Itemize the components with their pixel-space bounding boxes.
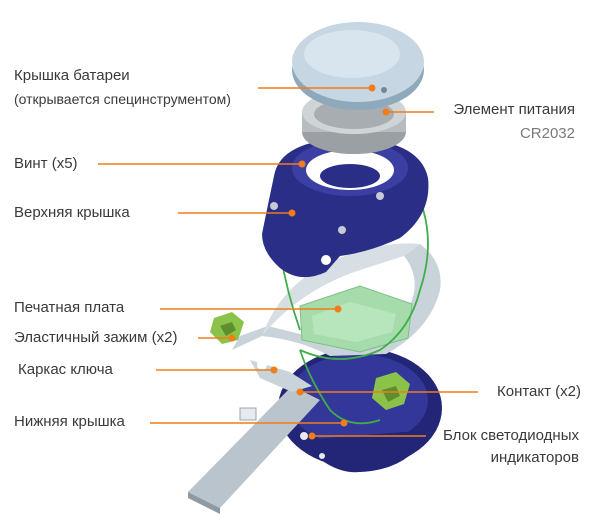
- label-screw: Винт (x5): [14, 155, 78, 172]
- label-battery-cover: Крышка батареи: [14, 67, 130, 84]
- battery-cover-part: [292, 22, 424, 110]
- label-battery-cover-note: (открывается специнструментом): [14, 91, 231, 107]
- label-pcb: Печатная плата: [14, 299, 125, 316]
- clip-part: [210, 312, 410, 410]
- label-battery: Элемент питания: [453, 101, 575, 118]
- label-contact: Контакт (x2): [496, 383, 581, 400]
- label-clip: Эластичный зажим (x2): [14, 329, 178, 346]
- label-led-block-line2: индикаторов: [490, 449, 579, 466]
- label-led-block-line1: Блок светодиодных: [443, 427, 579, 444]
- label-bottom-cover: Нижняя крышка: [14, 413, 125, 430]
- label-top-cover: Верхняя крышка: [14, 204, 130, 221]
- label-frame: Каркас ключа: [18, 361, 113, 378]
- pcb-part: [299, 285, 413, 353]
- leader-lines: [98, 84, 478, 440]
- label-battery-model: CR2032: [519, 125, 575, 142]
- top-cover-part: [262, 138, 429, 278]
